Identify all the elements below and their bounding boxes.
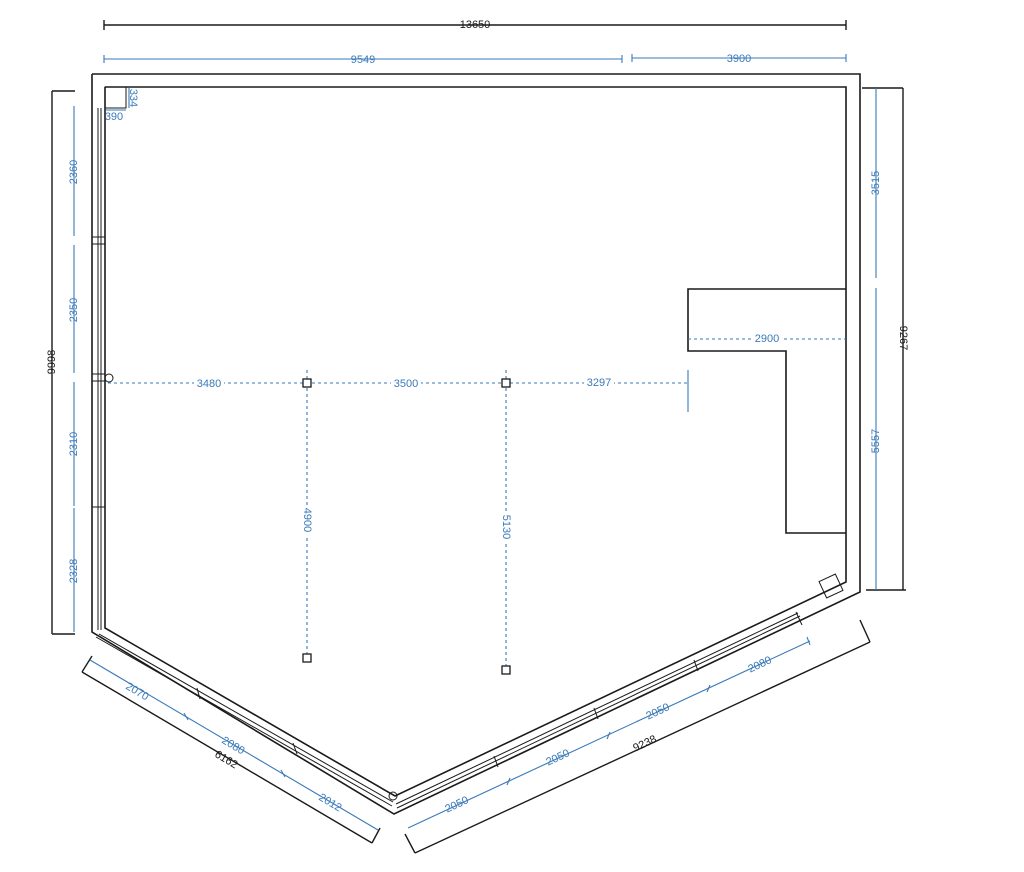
bl-window-line-2 <box>98 633 394 803</box>
exterior-walls <box>91 73 861 815</box>
bottom-vertex-circle <box>388 791 398 801</box>
notch-outline <box>687 288 846 534</box>
label-top-right: 3900 <box>727 53 751 65</box>
bl-break-1 <box>196 687 201 700</box>
label-left-overall: 9998 <box>46 350 58 374</box>
label-corner-h: 334 <box>127 89 139 107</box>
label-overall-width: 13650 <box>460 19 491 31</box>
wall-outer <box>91 73 861 815</box>
column-4 <box>501 665 511 675</box>
label-grid-v-2: 5130 <box>500 515 512 539</box>
label-grid-v-1: 4900 <box>301 508 313 532</box>
wall-inner <box>104 86 847 797</box>
label-grid-h-2: 3500 <box>394 378 418 390</box>
label-grid-h-3: 3297 <box>587 377 611 389</box>
br-window-line-1 <box>396 615 801 809</box>
bl-break-2 <box>292 742 298 755</box>
br-window-line-2 <box>395 612 799 805</box>
label-br-seg-4: 2080 <box>746 654 773 675</box>
column-1 <box>302 378 312 388</box>
label-grid-h-1: 3480 <box>197 378 221 390</box>
label-corner-w: 390 <box>105 111 123 123</box>
label-bl-seg-1: 2070 <box>123 681 150 704</box>
label-bl-seg-3: 2012 <box>316 792 343 815</box>
dim-line-bottom-left-overall <box>81 671 373 844</box>
interior-notch <box>687 288 846 534</box>
corner-box-bottom-right <box>818 573 844 599</box>
dimension-lines <box>51 20 906 854</box>
label-right-overall: 9267 <box>897 326 909 350</box>
label-br-seg-1: 2050 <box>443 794 470 815</box>
br-break-2 <box>593 707 599 720</box>
label-right-seg-2: 5557 <box>870 429 882 453</box>
label-left-seg-4: 2328 <box>68 559 80 583</box>
dim-line-bottom-right-overall <box>414 641 871 854</box>
label-right-seg-1: 3515 <box>870 171 882 195</box>
br-break-3 <box>693 659 699 672</box>
label-bottom-right-overall: 9238 <box>631 733 658 754</box>
br-break-4 <box>795 611 803 626</box>
label-top-left: 9549 <box>351 54 375 66</box>
bl-window-line-1 <box>95 636 393 807</box>
column-3 <box>302 653 312 663</box>
label-left-seg-3: 2310 <box>68 432 80 456</box>
column-2 <box>501 378 511 388</box>
label-left-seg-2: 2350 <box>68 298 80 322</box>
label-left-seg-1: 2360 <box>68 160 80 184</box>
label-br-seg-3: 2050 <box>644 701 671 722</box>
dimension-labels: 13650 9549 3900 9998 2360 2350 2310 2328… <box>46 19 909 816</box>
label-notch: 2900 <box>755 333 779 345</box>
corner-column-top-left <box>104 86 127 109</box>
br-break-1 <box>493 755 499 768</box>
dim-line-bottom-left-segs <box>89 659 379 831</box>
left-wall-circle <box>104 373 114 383</box>
label-br-seg-2: 2050 <box>544 747 571 768</box>
